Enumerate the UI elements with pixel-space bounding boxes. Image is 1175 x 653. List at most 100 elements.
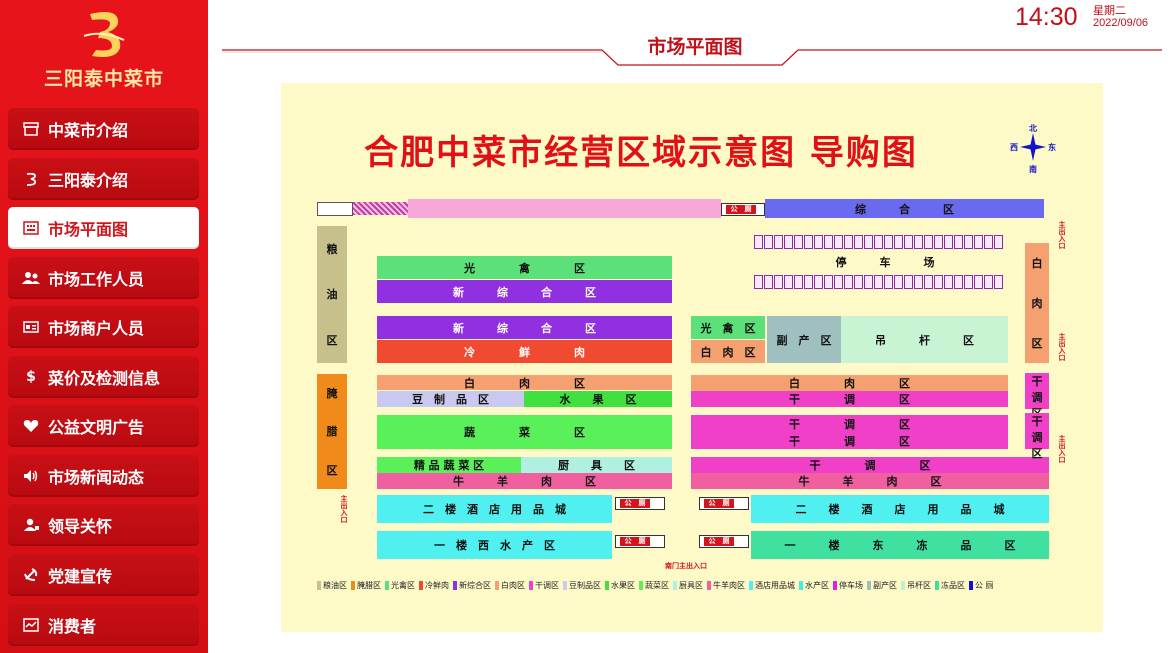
wc-top: 公 厕	[721, 203, 765, 216]
clock-time: 14:30	[1015, 3, 1078, 31]
zone-gantiao-4: 干 调 区	[691, 457, 1049, 473]
entrance-east-1: 主出入口	[1058, 221, 1066, 249]
zone-jingpin-shucai: 精 品 蔬 菜 区	[377, 457, 521, 473]
weekday: 星期二	[1093, 5, 1126, 17]
top-strip-pink	[408, 199, 721, 218]
entrance-east-3: 主出入口	[1058, 435, 1066, 463]
zone-guangqin-1: 光 禽 区	[691, 316, 765, 339]
zone-layu: 腌腊区	[317, 374, 347, 489]
logo-icon	[20, 170, 42, 188]
zone-gantiao-2: 干 调 区	[691, 391, 1008, 407]
zone-niuyangrou-8: 牛 羊 肉 区	[377, 473, 672, 489]
legend-item: 冷鲜肉	[419, 580, 449, 591]
shop-icon	[20, 120, 42, 138]
wc-bottom-left-1: 公 厕	[615, 497, 665, 510]
nav-item-party[interactable]: 党建宣传	[8, 554, 199, 596]
zone-lengxianrou: 冷 鲜 肉	[377, 340, 672, 363]
zone-xinzonghe-5: 新 综 合 区	[377, 316, 672, 339]
zone-erlou-dong: 二 楼 酒 店 用 品 城	[751, 495, 1049, 523]
zone-baorou-right: 白肉区	[1025, 243, 1049, 363]
zone-chuju: 厨 具 区	[521, 457, 672, 473]
nav-label: 市场工作人员	[48, 270, 145, 289]
compass-west: 西	[1010, 143, 1018, 152]
date: 2022/09/06	[1093, 17, 1149, 29]
nav-label: 党建宣传	[48, 567, 113, 586]
nav-item-consumers[interactable]: 消费者	[8, 604, 199, 646]
wc-bottom-right-2: 公 厕	[699, 535, 749, 548]
nav-label: 市场平面图	[48, 220, 129, 239]
legend-item: 公 厕	[969, 580, 994, 591]
top-strip-hatched	[353, 202, 408, 215]
zone-xinzonghe-9: 新 综 合 区	[377, 280, 672, 303]
legend-item: 新综合区	[453, 580, 491, 591]
legend-item: 水产区	[799, 580, 829, 591]
nav-item-market-map[interactable]: 市场平面图	[8, 207, 199, 249]
page-title: 市场平面图	[647, 36, 743, 58]
nav-label: 领导关怀	[48, 517, 113, 536]
date-box: 星期二 2022/09/06	[1093, 5, 1148, 29]
legend-item: 冻品区	[935, 580, 965, 591]
nav-item-sanyangtai-intro[interactable]: 三阳泰介绍	[8, 158, 199, 200]
compass: 北 东 西 南	[1010, 123, 1056, 175]
legend-item: 停车场	[833, 580, 863, 591]
title-frame	[222, 49, 1162, 66]
nav-item-news[interactable]: 市场新闻动态	[8, 455, 199, 497]
sidebar: 三阳泰中菜市 中菜市介绍 三阳泰介绍 市场平面图 市场工作人员 市场商户人员 $…	[0, 0, 208, 653]
nav-item-merchants[interactable]: 市场商户人员	[8, 306, 199, 348]
legend-item: 粮油区	[317, 580, 347, 591]
legend-item: 干调区	[529, 580, 559, 591]
nav-item-public-ads[interactable]: 公益文明广告	[8, 405, 199, 447]
nav-label: 消费者	[48, 617, 97, 636]
map-title: 合肥中菜市经营区域示意图 导购图	[364, 133, 918, 173]
logo: 三阳泰中菜市	[30, 6, 178, 98]
nav-label: 市场新闻动态	[48, 468, 145, 487]
sanyangtai-logo-icon	[83, 12, 125, 57]
zone-niuyangrou-4: 牛 羊 肉 区	[691, 473, 1049, 489]
nav-label: 中菜市介绍	[48, 121, 129, 140]
nav-item-leaders[interactable]: 领导关怀	[8, 504, 199, 546]
compass-east: 东	[1048, 143, 1056, 152]
map-legend: 粮油区 腌腊区 光禽区 冷鲜肉 新综合区 白肉区 干调区 豆制品区 水果区 蔬菜…	[317, 580, 994, 591]
consumer-icon	[20, 616, 42, 634]
legend-item: 牛羊肉区	[707, 580, 745, 591]
heart-icon	[20, 417, 42, 435]
merchant-icon	[20, 318, 42, 336]
dollar-icon: $	[26, 369, 36, 385]
nav-item-prices[interactable]: $ 菜价及检测信息	[8, 356, 199, 398]
party-icon	[20, 566, 42, 584]
zone-parking: 停 车 场	[835, 256, 935, 269]
wc-bottom-right-1: 公 厕	[699, 497, 749, 510]
zone-shucai: 蔬 菜 区	[377, 415, 672, 449]
zone-shuiguo: 水 果 区	[524, 391, 672, 407]
compass-north: 北	[1029, 124, 1037, 133]
zone-guangqin-9: 光 禽 区	[377, 256, 672, 279]
brand-name: 三阳泰中菜市	[43, 68, 164, 90]
compass-south: 南	[1029, 165, 1037, 174]
zone-diaogan: 吊 杆 区	[841, 316, 1008, 363]
zone-liangyou: 粮油区	[317, 226, 347, 363]
zone-yilou-xi-shuichan: 一 楼 西 水 产 区	[377, 531, 612, 559]
zone-baorou-1: 白 肉 区	[691, 340, 765, 363]
zone-gantiao-3b: 干 调 区	[691, 432, 1008, 449]
legend-item: 副产区	[867, 580, 897, 591]
parking-row-bottom	[754, 275, 1003, 289]
legend-item: 酒店用品城	[749, 580, 795, 591]
legend-item: 吊杆区	[901, 580, 931, 591]
zone-baorou-2: 白 肉 区	[691, 375, 1008, 391]
legend-item: 豆制品区	[563, 580, 601, 591]
nav-label: 市场商户人员	[48, 319, 145, 338]
nav-item-market-staff[interactable]: 市场工作人员	[8, 257, 199, 299]
market-floor-plan: 合肥中菜市经营区域示意图 导购图 北 东 西 南 公 厕 综 合 区 粮油区 腌…	[281, 83, 1103, 632]
entrance-south: 南门主出入口	[665, 562, 707, 570]
legend-item: 光禽区	[385, 580, 415, 591]
nav-item-market-intro[interactable]: 中菜市介绍	[8, 108, 199, 150]
nav-label: 公益文明广告	[48, 418, 145, 437]
zone-baorou-6: 白 肉 区	[377, 375, 672, 390]
legend-item: 水果区	[605, 580, 635, 591]
zone-zonghe-top: 综 合 区	[765, 199, 1044, 218]
leader-icon	[20, 516, 42, 534]
speaker-icon	[20, 467, 42, 485]
legend-item: 厨具区	[673, 580, 703, 591]
entrance-east-2: 主出入口	[1058, 333, 1066, 361]
nav-label: 菜价及检测信息	[48, 369, 161, 388]
